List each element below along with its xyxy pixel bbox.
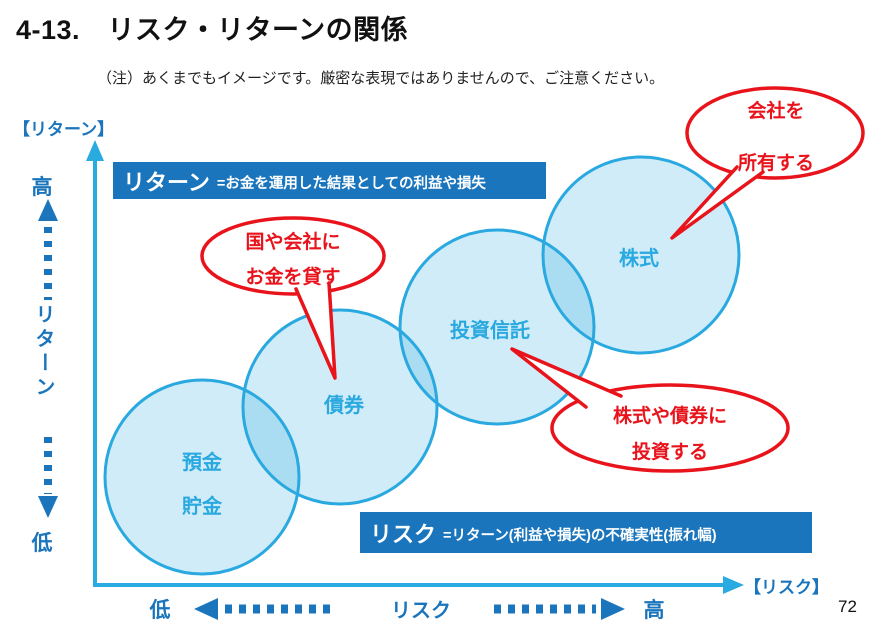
y-axis-word: リターン — [32, 304, 54, 400]
arrow-left-icon — [194, 598, 218, 620]
circle-label-deposit: 預金 — [182, 452, 222, 474]
page-number: 72 — [838, 597, 857, 616]
page-title: 4-13. リスク・リターンの関係 — [16, 15, 409, 45]
axes-lines — [93, 156, 728, 587]
arrow-right-icon — [601, 598, 625, 620]
circle-label-bonds: 債券 — [324, 395, 364, 417]
x-axis-word: リスク — [391, 600, 451, 622]
callout-invest-target-line2: 投資する — [631, 442, 708, 463]
product-circles — [103, 155, 741, 576]
risk-term: リスク — [370, 521, 437, 547]
y-axis-arrowhead-icon — [86, 140, 104, 161]
x-axis-arrowhead-icon — [723, 576, 744, 594]
callout-invest-target-line1: 株式や債券に — [612, 406, 727, 427]
arrow-up-icon — [38, 199, 58, 221]
callout-bubbles — [200, 86, 865, 473]
circle-label-investment-trust: 投資信託 — [450, 320, 530, 342]
callout-lend-money-line1: 国や会社に — [245, 232, 341, 253]
callout-own-company-bubble — [685, 86, 865, 180]
return-definition: =お金を運用した結果としての利益や損失 — [216, 175, 486, 192]
circle-stocks — [541, 155, 741, 355]
arrow-down-icon — [38, 496, 58, 518]
x-axis-caption: 【リスク】 — [744, 578, 829, 597]
circle-bonds — [241, 308, 439, 506]
callout-lend-money-tail — [294, 281, 337, 380]
circle-deposit-savings — [103, 378, 301, 576]
x-axis-high-label: 高 — [643, 599, 665, 622]
circle-label-stocks: 株式 — [619, 248, 659, 270]
return-term: リターン — [123, 169, 210, 195]
callout-invest-target-tail — [510, 347, 623, 409]
callout-own-company-tail — [670, 165, 765, 240]
callout-lend-money-bubble — [200, 216, 386, 296]
callout-own-company-line2: 所有する — [737, 153, 814, 174]
y-axis-high-label: 高 — [31, 176, 53, 199]
disclaimer-note: （注）あくまでもイメージです。厳密な表現ではありませんので、ご注意ください。 — [97, 70, 665, 87]
risk-definition: =リターン(利益や損失)の不確実性(振れ幅) — [443, 527, 717, 544]
callout-lend-money-line2: お金を貸す — [245, 267, 341, 288]
risk-definition-box: リスク =リターン(利益や損失)の不確実性(振れ幅) — [360, 512, 812, 553]
return-definition-box: リターン =お金を運用した結果としての利益や損失 — [113, 162, 546, 199]
callout-own-company-line1: 会社を — [747, 101, 805, 122]
x-axis-low-label: 低 — [149, 599, 171, 622]
y-axis-caption: 【リターン】 — [13, 120, 115, 139]
circle-label-savings: 貯金 — [182, 496, 222, 518]
y-axis-low-label: 低 — [31, 532, 53, 555]
callout-invest-target-bubble — [550, 383, 790, 473]
risk-dotted-arrow — [194, 598, 625, 620]
return-dotted-arrow — [38, 199, 58, 518]
